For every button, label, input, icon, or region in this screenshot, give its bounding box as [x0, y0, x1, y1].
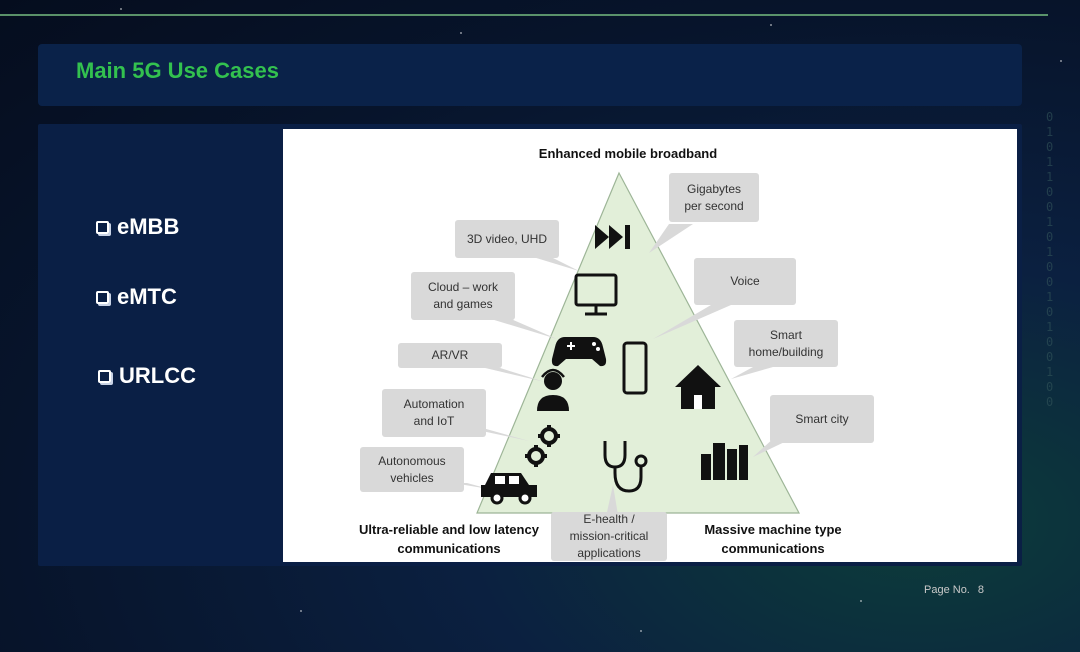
- star-decoration: [460, 32, 462, 34]
- callout-cloud: Cloud – work and games: [411, 272, 515, 320]
- monitor-icon: [574, 273, 618, 316]
- star-decoration: [640, 630, 642, 632]
- star-decoration: [120, 8, 122, 10]
- callout-smart-city: Smart city: [770, 395, 874, 443]
- pointer: [649, 224, 693, 253]
- bullet-label: eMBB: [117, 214, 180, 239]
- callout-ehealth: E-health / mission-critical applications: [551, 512, 667, 561]
- use-case-figure: Enhanced mobile broadband Ultra-reliable…: [283, 129, 1017, 562]
- gamepad-icon: [551, 337, 607, 367]
- star-decoration: [770, 24, 772, 26]
- bullet-label: eMTC: [117, 284, 177, 309]
- pointer: [491, 319, 557, 339]
- callout-smart-home: Smart home/building: [734, 320, 838, 367]
- bullet-emtc: eMTC: [96, 284, 177, 310]
- stethoscope-icon: [603, 441, 648, 493]
- vr-headset-icon: [537, 368, 569, 411]
- callout-gigabytes: Gigabytes per second: [669, 173, 759, 222]
- binary-decoration: 0 1 0 1 1 0 0 1 0 1 0 0 1 0 1 0 0 1 0 0: [1046, 110, 1054, 409]
- page-number: Page No. 8: [924, 584, 984, 596]
- bullet-urlcc: URLCC: [98, 363, 196, 389]
- callout-arvr: AR/VR: [398, 343, 502, 368]
- bullet-label: URLCC: [119, 363, 196, 388]
- callout-automation: Automation and IoT: [382, 389, 486, 437]
- checkbox-icon: [96, 290, 109, 304]
- star-decoration: [300, 610, 302, 612]
- pointer: [533, 257, 579, 271]
- car-icon: [481, 473, 537, 505]
- triangle-diagram: [453, 171, 800, 521]
- pointer: [653, 305, 731, 339]
- smartphone-icon: [622, 341, 648, 395]
- checkbox-icon: [96, 220, 109, 234]
- fast-forward-icon: [595, 225, 630, 249]
- slide-title: Main 5G Use Cases: [76, 58, 279, 83]
- bullet-embb: eMBB: [96, 214, 179, 240]
- callout-3d-video: 3D video, UHD: [455, 220, 559, 258]
- star-decoration: [1060, 60, 1062, 62]
- city-buildings-icon: [701, 443, 748, 480]
- house-icon: [675, 365, 721, 409]
- title-bar: Main 5G Use Cases: [38, 44, 1022, 106]
- pointer: [731, 367, 773, 379]
- label-embb: Enhanced mobile broadband: [538, 146, 718, 161]
- checkbox-icon: [98, 369, 111, 383]
- label-urllc: Ultra-reliable and low latency communica…: [359, 522, 539, 556]
- label-mmtc: Massive machine type communications: [704, 522, 842, 556]
- page-number-value: 8: [977, 584, 984, 596]
- pointer: [481, 367, 545, 382]
- top-accent-line: [0, 14, 1048, 16]
- callout-voice: Voice: [694, 258, 796, 305]
- page-number-label: Page No.: [924, 584, 970, 596]
- star-decoration: [860, 600, 862, 602]
- callout-autonomous: Autonomous vehicles: [360, 447, 464, 492]
